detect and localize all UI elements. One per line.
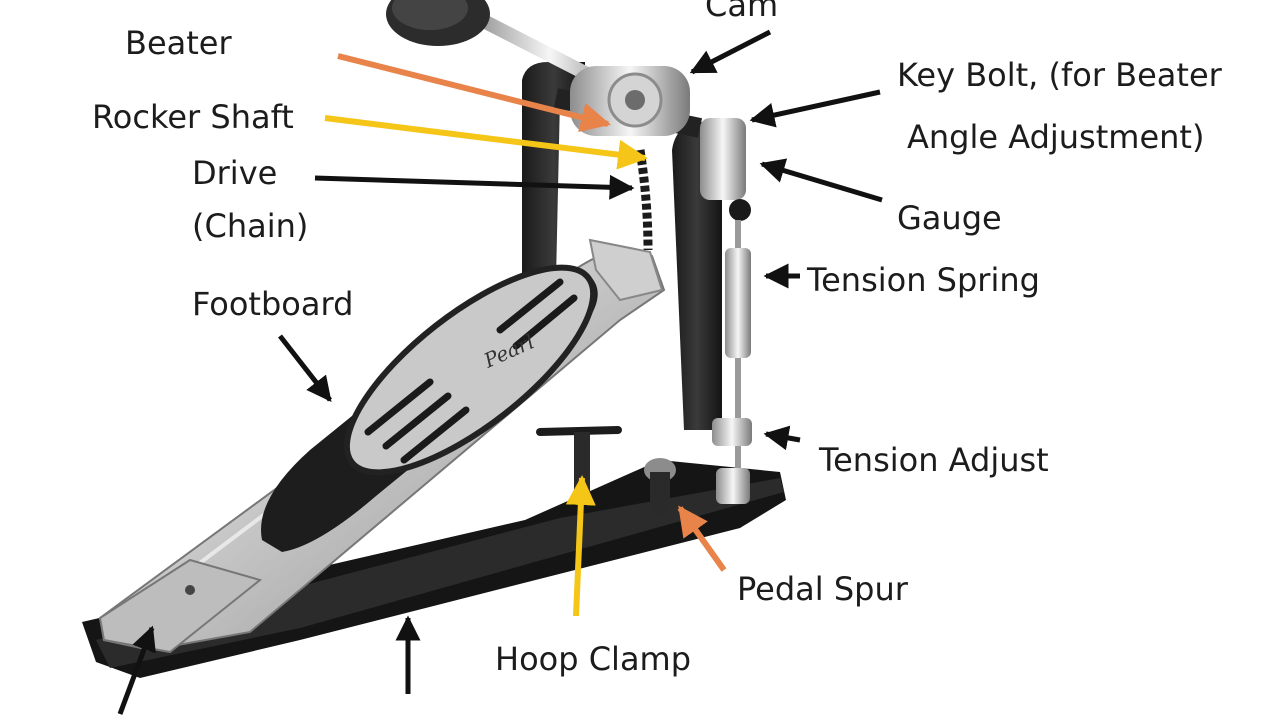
arrow-beater xyxy=(337,53,611,132)
spring-rod xyxy=(712,220,752,504)
pedal-spur xyxy=(644,458,676,518)
label-rocker-shaft: Rocker Shaft xyxy=(92,98,294,136)
arrow-cam xyxy=(689,29,772,75)
label-key-bolt-line1: Key Bolt, (for Beater xyxy=(897,56,1222,94)
arrow-heel xyxy=(117,625,156,715)
arrow-footboard xyxy=(278,334,332,402)
footboard xyxy=(98,238,666,654)
cam-assembly xyxy=(570,66,751,221)
label-footboard: Footboard xyxy=(192,285,354,323)
label-key-bolt-line2: Angle Adjustment) xyxy=(907,118,1205,156)
label-beater: Beater xyxy=(125,24,232,62)
arrow-tension-adjust xyxy=(763,425,801,451)
label-drive: Drive xyxy=(192,154,278,192)
arrow-pedal-spur xyxy=(677,505,727,572)
arrow-hoop-clamp xyxy=(565,475,596,617)
drive-chain xyxy=(635,149,653,251)
label-pedal-spur: Pedal Spur xyxy=(737,570,908,608)
arrow-key-bolt xyxy=(749,89,881,128)
label-tension-adjust: Tension Adjust xyxy=(819,441,1049,479)
arrow-rocker-shaft xyxy=(324,115,648,170)
label-drive-chain: (Chain) xyxy=(192,207,309,245)
label-cam: Cam xyxy=(705,0,779,24)
label-tension-spring: Tension Spring xyxy=(807,261,1040,299)
arrow-gauge xyxy=(759,158,883,203)
label-gauge: Gauge xyxy=(897,199,1002,237)
pointer-arrows xyxy=(117,29,883,715)
arrow-drive xyxy=(314,174,635,200)
label-hoop-clamp: Hoop Clamp xyxy=(495,640,692,678)
